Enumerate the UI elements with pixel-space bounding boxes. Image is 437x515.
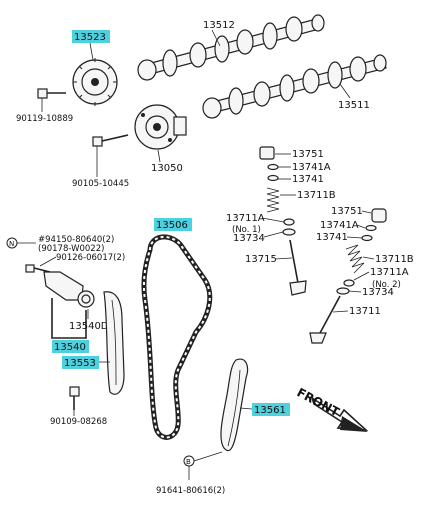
label-13734-top[interactable]: 13734 — [233, 233, 265, 244]
label-13506[interactable]: 13506 — [156, 220, 188, 231]
label-13512[interactable]: 13512 — [203, 20, 235, 31]
label-13511[interactable]: 13511 — [338, 100, 370, 111]
label-90119[interactable]: 90119-10889 — [16, 114, 73, 124]
label-90178[interactable]: (90178-W0022) — [38, 244, 104, 254]
vvt-gear-13050 — [134, 104, 187, 150]
label-90105[interactable]: 90105-10445 — [72, 179, 129, 189]
label-13561-highlight — [252, 403, 290, 416]
label-13540[interactable]: 13540 — [54, 342, 86, 353]
label-13050[interactable]: 13050 — [151, 163, 183, 174]
tensioner-bolts — [25, 264, 51, 273]
label-90126[interactable]: 90126-06017(2) — [56, 253, 125, 263]
label-no1[interactable]: (No. 1) — [232, 225, 261, 235]
chain-tensioner — [43, 271, 95, 308]
camshaft-13512 — [137, 14, 325, 81]
label-13741-top[interactable]: 13741 — [292, 174, 324, 185]
label-13741A-top[interactable]: 13741A — [292, 162, 331, 173]
label-13523-highlight — [72, 30, 110, 43]
label-13734-r[interactable]: 13734 — [362, 287, 394, 298]
label-13711B-top[interactable]: 13711B — [297, 190, 336, 201]
valve-stack-left — [259, 146, 307, 296]
front-arrow — [310, 396, 369, 432]
label-13751-r[interactable]: 13751 — [331, 206, 363, 217]
tensioner-bracket-line — [51, 298, 87, 339]
label-13506-highlight — [154, 218, 192, 231]
label-91641[interactable]: 91641-80616(2) — [156, 486, 225, 496]
label-13715[interactable]: 13715 — [245, 254, 277, 265]
bolt-90119 — [37, 88, 66, 99]
label-no2[interactable]: (No. 2) — [372, 280, 401, 290]
symbol-n: N — [6, 237, 18, 249]
timing-chain — [141, 234, 213, 440]
label-94150[interactable]: #94150-80640(2) — [38, 235, 114, 245]
label-13553-highlight — [62, 356, 99, 369]
label-13741A-r[interactable]: 13741A — [320, 220, 359, 231]
label-13711B-r[interactable]: 13711B — [375, 254, 414, 265]
label-13751-top[interactable]: 13751 — [292, 149, 324, 160]
label-13540D[interactable]: 13540D — [69, 321, 109, 332]
label-front: FRONT — [295, 385, 343, 419]
label-90109[interactable]: 90109-08268 — [50, 417, 107, 427]
cam-sprocket — [72, 58, 118, 106]
label-13553[interactable]: 13553 — [64, 358, 96, 369]
camshaft-13511 — [202, 54, 387, 119]
label-13711A-r[interactable]: 13711A — [370, 267, 409, 278]
symbol-b: B — [183, 455, 195, 467]
svg-text:B: B — [186, 458, 191, 466]
label-13741-r[interactable]: 13741 — [316, 232, 348, 243]
label-13523[interactable]: 13523 — [74, 32, 106, 43]
label-13711[interactable]: 13711 — [349, 306, 381, 317]
bolt-90109 — [69, 386, 80, 410]
bolt-90105 — [92, 134, 129, 147]
chain-guide-13561 — [220, 358, 249, 452]
svg-text:N: N — [9, 240, 14, 248]
label-13711A-top[interactable]: 13711A — [226, 213, 265, 224]
label-13561[interactable]: 13561 — [254, 405, 286, 416]
chain-guide-13553 — [103, 291, 125, 395]
valve-stack-right — [309, 208, 387, 344]
label-13540-highlight — [52, 340, 89, 353]
